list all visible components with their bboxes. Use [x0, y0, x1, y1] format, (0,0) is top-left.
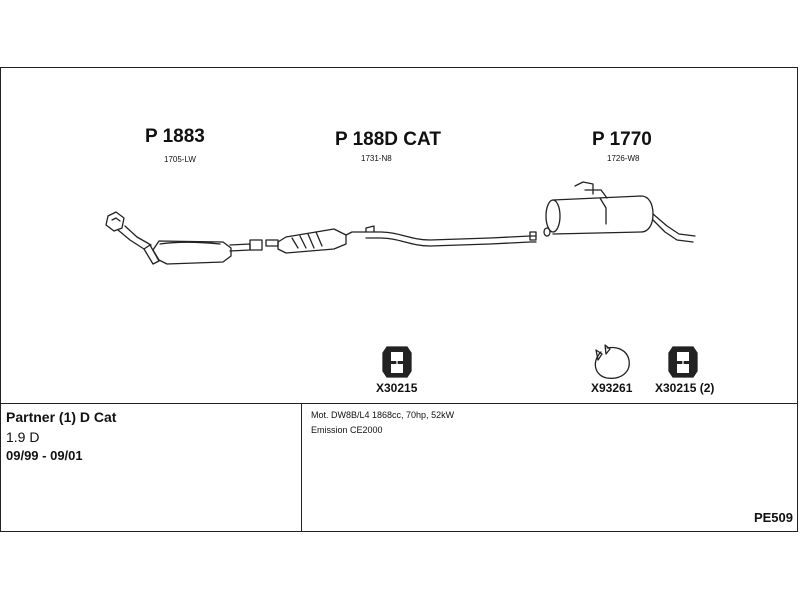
- fitting-code-3: X30215 (2): [655, 381, 715, 395]
- fitting-code-1: X30215: [376, 381, 418, 395]
- rear-silencer-part: [543, 181, 696, 243]
- part-sub-middle: 1731-N8: [361, 154, 392, 163]
- part-title-front: P 1883: [145, 126, 205, 147]
- diagram-sheet: Partner (1) D Cat 1.9 D 09/99 - 09/01 Mo…: [0, 67, 798, 532]
- divider-vertical: [301, 403, 302, 532]
- front-pipe-part: [105, 211, 263, 265]
- rubber-hanger-icon: [382, 346, 412, 378]
- divider-horizontal: [1, 403, 797, 404]
- engine-spec: Mot. DW8B/L4 1868cc, 70hp, 52kW: [311, 410, 455, 420]
- vehicle-years: 09/99 - 09/01: [6, 448, 83, 463]
- rubber-hanger-icon: [668, 346, 698, 378]
- vehicle-model: Partner (1) D Cat: [6, 409, 117, 425]
- part-sub-front: 1705-LW: [164, 155, 196, 164]
- part-sub-rear: 1726-W8: [607, 154, 640, 163]
- fitting-code-2: X93261: [591, 381, 633, 395]
- middle-cat-part: [265, 225, 537, 254]
- emission-spec: Emission CE2000: [311, 425, 383, 435]
- pipe-clamp-icon: [594, 344, 630, 379]
- vehicle-engine: 1.9 D: [6, 429, 40, 445]
- diagram-code: PE509: [753, 510, 793, 525]
- part-title-middle: P 188D CAT: [335, 129, 441, 150]
- part-title-rear: P 1770: [592, 129, 652, 150]
